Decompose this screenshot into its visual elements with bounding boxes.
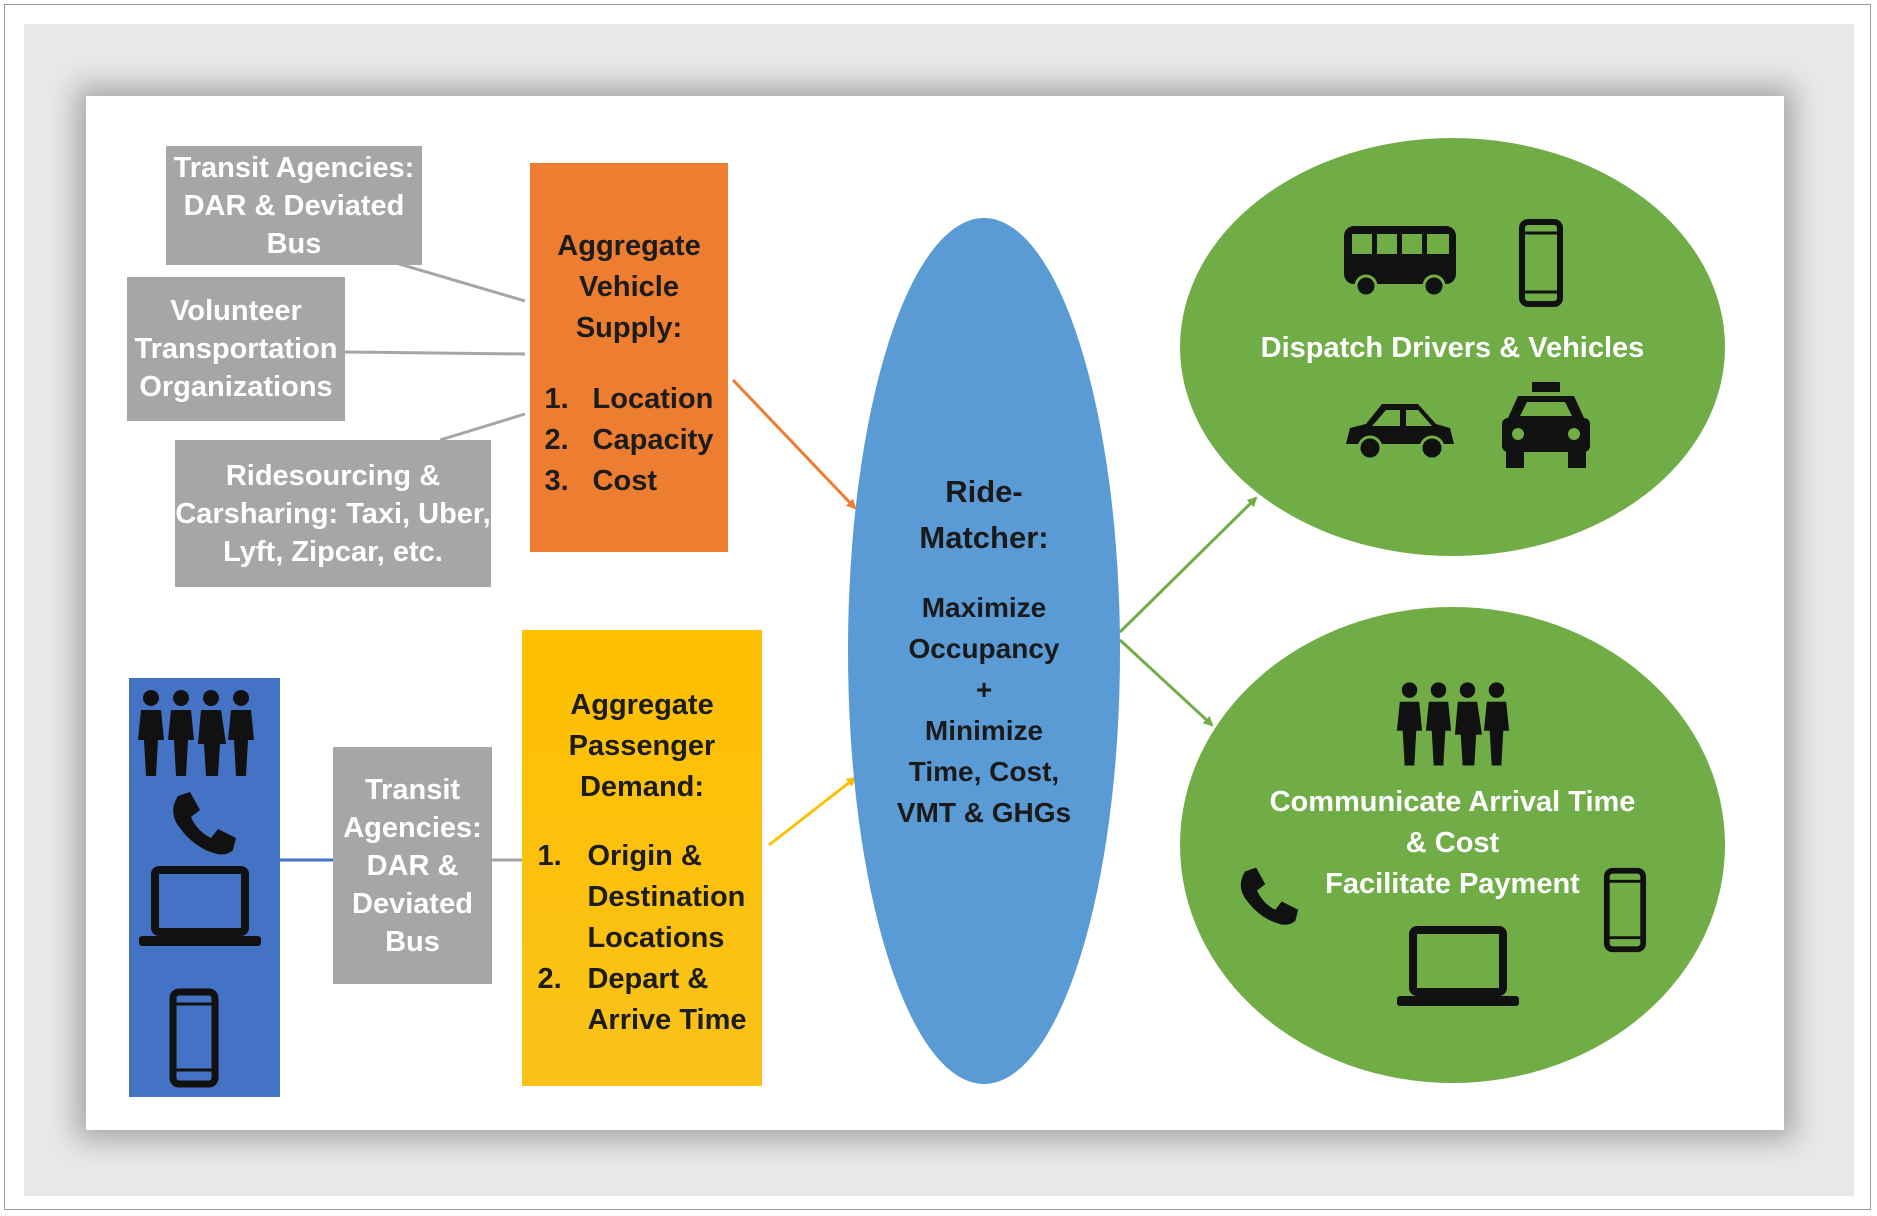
supply-title-line: Supply:: [575, 311, 683, 344]
source-line: Bus: [385, 925, 440, 958]
list-text: Origin & Destination Locations: [587, 836, 745, 959]
list-text: Cost: [592, 464, 657, 497]
source-line: Agencies:: [343, 811, 482, 844]
demand-title-line: Passenger: [568, 730, 716, 762]
list-number: 2.: [544, 423, 569, 456]
source-line: Organizations: [139, 371, 333, 403]
source-line: Transit: [364, 773, 461, 806]
list-text: Depart & Arrive Time: [587, 959, 746, 1041]
dispatch-label: Dispatch Drivers & Vehicles: [1260, 332, 1645, 364]
communicate-ellipse: Communicate Arrival Time & Cost Facilita…: [1180, 607, 1725, 1083]
ride-matcher-title-line: Matcher:: [919, 520, 1049, 555]
source-transit-agencies: Transit Agencies: DAR & Deviated Bus: [166, 146, 422, 265]
source-line: Lyft, Zipcar, etc.: [223, 535, 443, 568]
supply-list: 1. Location 2. Capacity 3. Cost: [545, 379, 714, 502]
demand-title-line: Demand:: [579, 771, 705, 803]
communicate-line: Communicate Arrival Time: [1269, 786, 1636, 818]
ride-matcher-line: +: [975, 674, 993, 705]
smartphone-icon: [1519, 219, 1563, 307]
laptop-icon: [1397, 926, 1519, 1006]
supply-list-item: 1. Location: [545, 379, 714, 420]
ride-matcher-line: Minimize: [924, 715, 1044, 746]
ride-matcher-ellipse: Ride- Matcher: Maximize Occupancy + Mini…: [848, 218, 1120, 1084]
list-number: 3.: [544, 464, 569, 497]
demand-list-item: 1. Origin & Destination Locations: [537, 836, 746, 959]
demand-list: 1. Origin & Destination Locations 2. Dep…: [537, 836, 746, 1041]
demand-list-item: 2. Depart & Arrive Time: [537, 959, 746, 1041]
supply-title-line: Vehicle: [579, 270, 679, 303]
communicate-line: & Cost: [1405, 827, 1500, 859]
source-line: DAR & Deviated: [183, 189, 405, 222]
source-ridesourcing-carsharing: Ridesourcing & Carsharing: Taxi, Uber, L…: [175, 440, 491, 587]
communicate-line: Facilitate Payment: [1325, 868, 1580, 900]
bus-icon: [1344, 226, 1456, 298]
supply-list-item: 2. Capacity: [545, 420, 714, 461]
source-transit-agencies-demand: Transit Agencies: DAR & Deviated Bus: [333, 747, 492, 984]
list-text: Capacity: [592, 423, 714, 456]
phone-icon: [173, 792, 236, 855]
laptop-icon: [139, 866, 261, 946]
source-line: DAR &: [366, 849, 459, 882]
list-text-line: Origin &: [587, 840, 702, 872]
list-text-line: Destination: [587, 881, 746, 913]
source-line: Ridesourcing &: [225, 459, 441, 492]
ride-matcher-body: Maximize Occupancy + Minimize Time, Cost…: [897, 587, 1071, 833]
list-number: 2.: [537, 963, 562, 995]
people-icon: [138, 690, 254, 776]
ride-matcher-line: Occupancy: [908, 633, 1060, 664]
ride-matcher-title: Ride- Matcher:: [919, 469, 1048, 561]
list-number: 1.: [537, 840, 562, 872]
smartphone-icon: [169, 988, 219, 1088]
supply-title: Aggregate Vehicle Supply:: [557, 226, 700, 349]
demand-title: Aggregate Passenger Demand:: [569, 685, 716, 808]
source-line: Bus: [266, 227, 322, 260]
supply-title-line: Aggregate: [557, 229, 701, 262]
taxi-icon: [1502, 382, 1590, 468]
list-text-line: Locations: [587, 922, 725, 954]
source-line: Transit Agencies:: [173, 151, 415, 184]
demand-title-line: Aggregate: [570, 689, 714, 721]
source-line: Transportation: [134, 333, 338, 365]
source-line: Carsharing: Taxi, Uber,: [175, 497, 491, 530]
source-volunteer-organizations: Volunteer Transportation Organizations: [127, 277, 345, 421]
list-text-line: Arrive Time: [587, 1004, 747, 1036]
list-text-line: Depart &: [587, 963, 709, 995]
people-icon: [1396, 682, 1510, 766]
smartphone-icon: [1603, 867, 1647, 953]
ride-matcher-title-line: Ride-: [945, 474, 1023, 509]
ride-matcher-line: Time, Cost,: [908, 756, 1060, 787]
dispatch-ellipse: Dispatch Drivers & Vehicles: [1180, 138, 1725, 556]
list-number: 1.: [544, 382, 569, 415]
source-line: Volunteer: [170, 295, 302, 327]
aggregate-vehicle-supply-box: Aggregate Vehicle Supply: 1. Location 2. C…: [530, 163, 728, 552]
ride-matcher-line: VMT & GHGs: [896, 797, 1072, 828]
aggregate-passenger-demand-box: Aggregate Passenger Demand: 1. Origin & …: [522, 630, 762, 1086]
ride-matcher-line: Maximize: [921, 592, 1047, 623]
list-text: Location: [592, 382, 714, 415]
car-icon: [1346, 404, 1454, 461]
source-line: Deviated: [352, 887, 473, 920]
supply-list-item: 3. Cost: [545, 461, 714, 502]
phone-icon: [1240, 867, 1299, 925]
